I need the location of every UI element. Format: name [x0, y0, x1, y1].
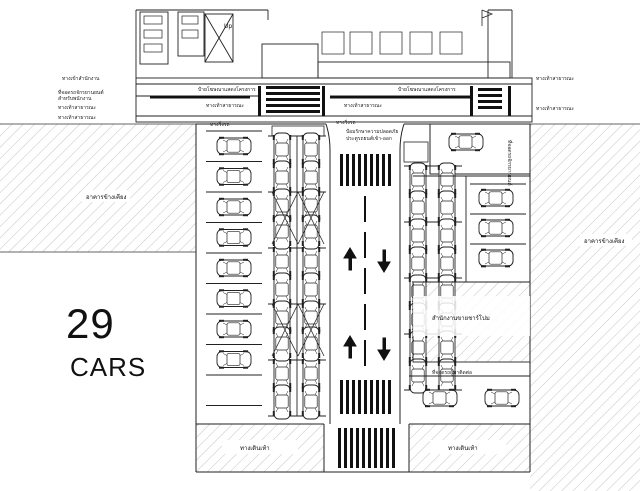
- parked-car: [422, 388, 458, 408]
- parked-car: [301, 326, 321, 362]
- direction-arrows: [343, 247, 391, 361]
- walkway-left-label: ทางเดินเท้า: [240, 445, 270, 452]
- note-upper-left-2: ที่จอดรถจักรยานยนต์: [58, 89, 104, 96]
- parked-car: [216, 288, 252, 309]
- note-upper-left-4: ทางเท้าสาธารณะ: [58, 104, 96, 111]
- arrow-down-icon: [377, 337, 391, 361]
- car-count: 29: [66, 300, 115, 347]
- parked-car: [272, 326, 292, 362]
- right-building-label-bg: [580, 234, 632, 246]
- car-count-unit: CARS: [70, 352, 147, 382]
- crosswalk-bottom: [338, 428, 395, 468]
- left-building-label-bg: [82, 190, 130, 202]
- crossed-stalls: [271, 191, 325, 357]
- note-right-1: ทางเท้าสาธารณะ: [536, 75, 574, 82]
- note-mid-2: ทางเท้าสาธารณะ: [206, 102, 244, 109]
- arrow-up-icon: [343, 247, 357, 271]
- arrow-down-icon: [377, 249, 391, 273]
- top-building: [135, 9, 513, 79]
- parked-car: [216, 197, 252, 217]
- parked-car: [478, 188, 514, 208]
- right-building-label: อาคารข้างเคียง: [584, 237, 625, 245]
- walkway-right-bg: [430, 440, 506, 454]
- note-right-2: ทางเท้าสาธารณะ: [536, 105, 574, 112]
- security-booth-label: ป้อมรักษาความปลอดภัย: [346, 128, 398, 135]
- parked-car: [216, 166, 252, 187]
- parked-car: [478, 218, 514, 238]
- note-upper-left-5: ทางเท้าสาธารณะ: [58, 114, 96, 121]
- parked-car: [272, 214, 292, 250]
- parked-car: [216, 258, 252, 278]
- crosswalk-mid: [340, 154, 391, 186]
- walkway-left-bg: [222, 440, 298, 454]
- right-neighbor-building: [530, 123, 640, 491]
- up-label: Up: [224, 23, 232, 30]
- note-upper-left-3: สำหรับพนักงาน: [58, 96, 92, 102]
- right-top-label: ที่จอดรถจักรยานยนต์: [506, 140, 513, 186]
- walkway-right-label: ทางเดินเท้า: [448, 445, 478, 452]
- crosswalk-top: [266, 86, 502, 113]
- drive-aisle: [323, 123, 410, 472]
- parked-car: [301, 384, 321, 420]
- bottom-right-label: ที่จอดรถผู้มาติดต่อ: [432, 369, 472, 376]
- office-block: [196, 175, 531, 425]
- parked-car: [216, 136, 252, 156]
- note-mid-4: ทางเท้าสาธารณะ: [344, 102, 382, 109]
- parked-car: [272, 384, 292, 420]
- parked-car: [216, 319, 252, 339]
- parked-car: [216, 227, 252, 248]
- aisle-center-dash: [364, 196, 366, 366]
- parked-car: [448, 132, 484, 152]
- note-upper-left-1: ทางเข้าสำนักงาน: [62, 75, 100, 82]
- left-neighbor-building: [0, 123, 196, 253]
- arrow-up-icon: [343, 335, 357, 359]
- parked-car: [484, 388, 520, 408]
- left-building-label: อาคารข้างเคียง: [86, 193, 127, 201]
- top-tables: [143, 15, 463, 55]
- flag-icon: [481, 9, 494, 26]
- security-booth: [271, 125, 429, 163]
- note-mid-3: ป้ายโฆษณาแสดงโครงการ: [398, 86, 456, 93]
- office-label-bg: [413, 296, 530, 336]
- frontage-dark-lines: [150, 86, 511, 116]
- parked-car: [216, 349, 252, 370]
- crosswalk-lower: [340, 380, 391, 414]
- parked-car: [478, 248, 514, 268]
- note-mid-1: ป้ายโฆษณาแสดงโครงการ: [198, 86, 256, 93]
- parked-car: [301, 214, 321, 250]
- entrance-note: ประตูรถยนต์เข้า-ออก: [346, 135, 392, 142]
- office-label: สำนักงานขายชาร์โปม: [432, 314, 490, 322]
- road-label-2: ทางวิ่งรถ: [336, 119, 356, 126]
- hatch-walkway-zones: [196, 424, 530, 472]
